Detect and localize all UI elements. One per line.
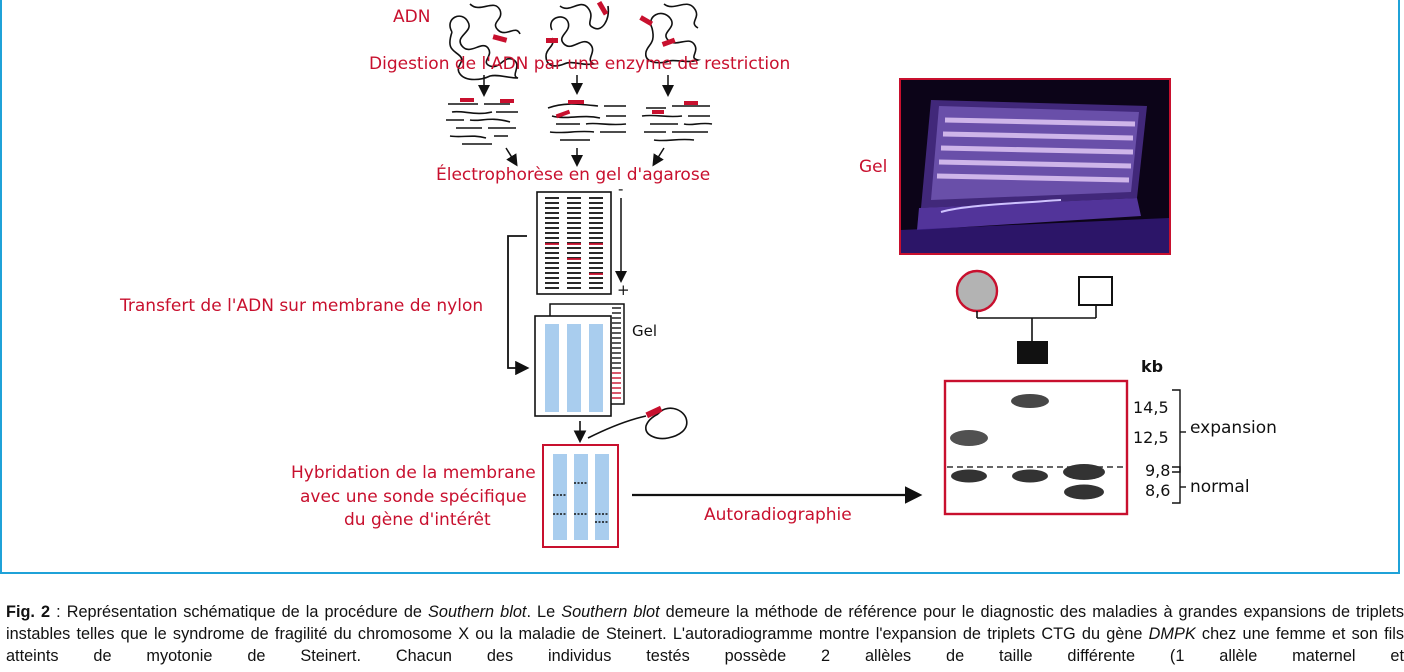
- size-8-6: 8,6: [1145, 481, 1170, 500]
- size-14-5: 14,5: [1133, 398, 1169, 417]
- label-transfer: Transfert de l'ADN sur membrane de nylon: [120, 296, 483, 316]
- label-hybridation-2: avec une sonde spécifique: [300, 487, 527, 507]
- fragments-1: [446, 104, 518, 144]
- probe-target-3: [546, 38, 558, 43]
- label-autoradiography: Autoradiographie: [704, 505, 852, 525]
- nylon-membrane: [535, 316, 611, 416]
- gel-photo: [899, 78, 1171, 255]
- label-minus: -: [618, 180, 623, 198]
- probe-target-5: [662, 38, 676, 47]
- hybridized-membrane: [543, 445, 618, 547]
- probe-target-4: [639, 15, 653, 26]
- transfer-arrow: [508, 236, 527, 368]
- affected-son-symbol: [1017, 341, 1048, 364]
- probe-target-2: [597, 1, 608, 16]
- label-hybridation-3: du gène d'intérêt: [344, 510, 491, 530]
- figure-caption: Fig. 2 : Représentation schématique de l…: [6, 601, 1404, 667]
- fragments-2: [548, 104, 626, 140]
- probe-target-1: [492, 34, 507, 42]
- autoradiogram: [945, 381, 1127, 514]
- pedigree: [957, 271, 1112, 364]
- label-normal: normal: [1190, 477, 1250, 497]
- size-brackets: [1172, 390, 1186, 503]
- label-gel-photo: Gel: [859, 157, 887, 177]
- gel-photo-image: [901, 80, 1169, 253]
- label-plus: +: [617, 281, 630, 299]
- electrophoresis-gel: [537, 192, 611, 294]
- kb-unit: kb: [1141, 357, 1163, 376]
- label-gel-small: Gel: [632, 322, 657, 340]
- affected-mother-symbol: [957, 271, 997, 311]
- label-adn: ADN: [393, 7, 430, 27]
- label-hybridation-1: Hybridation de la membrane: [291, 463, 536, 483]
- caption-fig-number: Fig. 2: [6, 603, 50, 621]
- father-symbol: [1079, 277, 1112, 305]
- size-12-5: 12,5: [1133, 428, 1169, 447]
- size-9-8: 9,8: [1145, 461, 1170, 480]
- label-digestion: Digestion de l'ADN par une enzyme de res…: [369, 54, 790, 74]
- label-electrophoresis: Électrophorèse en gel d'agarose: [436, 165, 710, 185]
- label-expansion: expansion: [1190, 418, 1277, 438]
